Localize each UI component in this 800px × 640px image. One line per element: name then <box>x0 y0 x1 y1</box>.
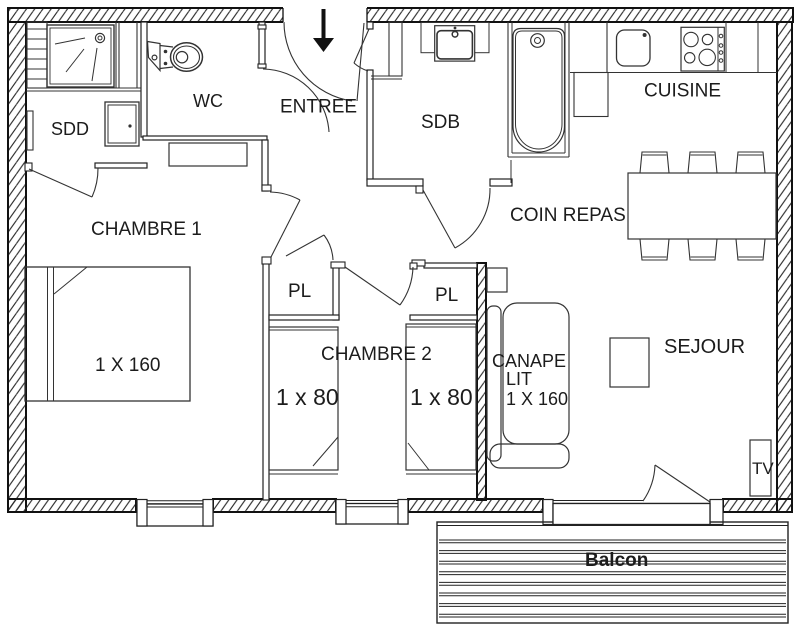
svg-text:CUISINE: CUISINE <box>644 81 721 102</box>
svg-text:SDB: SDB <box>421 112 460 133</box>
svg-text:WC: WC <box>193 91 223 111</box>
svg-text:1 X 160: 1 X 160 <box>95 355 161 376</box>
svg-text:ENTREE: ENTREE <box>280 97 357 118</box>
svg-text:PL: PL <box>435 285 458 306</box>
svg-text:Balcon: Balcon <box>585 550 648 571</box>
svg-text:CHAMBRE 2: CHAMBRE 2 <box>321 344 432 365</box>
svg-text:1 x 80: 1 x 80 <box>276 384 339 410</box>
svg-text:CANAPE: CANAPE <box>492 351 566 371</box>
svg-text:TV: TV <box>752 459 774 478</box>
svg-text:1 X 160: 1 X 160 <box>506 389 568 409</box>
svg-text:CHAMBRE 1: CHAMBRE 1 <box>91 219 202 240</box>
svg-text:COIN REPAS: COIN REPAS <box>510 205 626 226</box>
svg-text:LIT: LIT <box>506 369 532 389</box>
svg-text:SDD: SDD <box>51 119 89 139</box>
svg-text:PL: PL <box>288 281 311 302</box>
svg-text:1 x 80: 1 x 80 <box>410 384 473 410</box>
svg-text:SEJOUR: SEJOUR <box>664 336 745 358</box>
